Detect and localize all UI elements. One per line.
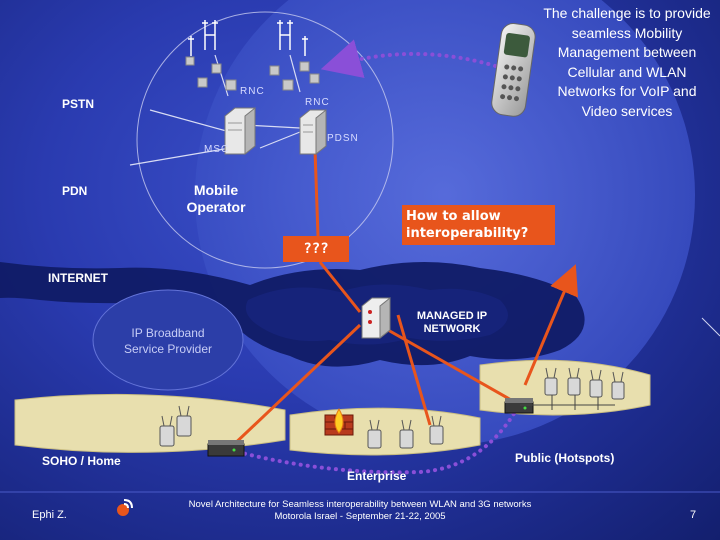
footer-line-1: Novel Architecture for Seamless interope… xyxy=(188,499,532,510)
router-icon xyxy=(207,398,534,457)
unknown-box: ??? xyxy=(283,236,349,262)
server-icon xyxy=(224,106,391,340)
orange-links xyxy=(226,149,579,452)
soho-label: SOHO / Home xyxy=(42,454,121,468)
pdn-label: PDN xyxy=(62,184,88,198)
footer-line-2: Motorola Israel - September 21-22, 2005 xyxy=(274,511,446,522)
mobility-path-top xyxy=(320,39,504,78)
enterprise-label: Enterprise xyxy=(347,469,407,483)
base-station-icon xyxy=(185,56,320,91)
public-hotspots-label: Public (Hotspots) xyxy=(515,451,615,465)
msc-label: MSC xyxy=(204,144,230,155)
rnc-right-label: RNC xyxy=(305,97,330,108)
cell-tower-icon xyxy=(188,20,308,56)
managed-ip-label: MANAGED IP NETWORK xyxy=(416,310,488,335)
mobile-network-boundary xyxy=(136,11,394,269)
mobility-path-bottom xyxy=(236,410,517,475)
question-box: How to allow interoperability? xyxy=(402,205,555,245)
internet-label: INTERNET xyxy=(48,271,108,285)
footer-author: Ephi Z. xyxy=(32,509,67,521)
logo-icon xyxy=(116,496,136,518)
corner-decoration xyxy=(701,317,720,337)
rnc-left-label: RNC xyxy=(240,86,265,97)
page-number: 7 xyxy=(690,509,697,521)
footer-caption: Novel Architecture for Seamless interope… xyxy=(160,499,560,523)
intro-text: The challenge is to provide seamless Mob… xyxy=(543,5,711,119)
pdsn-label: PDSN xyxy=(327,133,359,144)
lan-wiring xyxy=(520,395,615,410)
phone-icon xyxy=(491,23,536,117)
ip-broadband-label: IP Broadband Service Provider xyxy=(123,326,213,356)
pstn-label: PSTN xyxy=(62,97,95,111)
ip-broadband-area xyxy=(92,289,244,391)
firewall-icon xyxy=(324,407,354,436)
soho-lan-zone xyxy=(14,393,286,453)
access-point-icon xyxy=(159,367,625,449)
enterprise-lan-zone xyxy=(289,407,481,456)
mobile-core-links xyxy=(129,54,306,166)
mobile-operator-label: Mobile Operator xyxy=(186,182,246,215)
